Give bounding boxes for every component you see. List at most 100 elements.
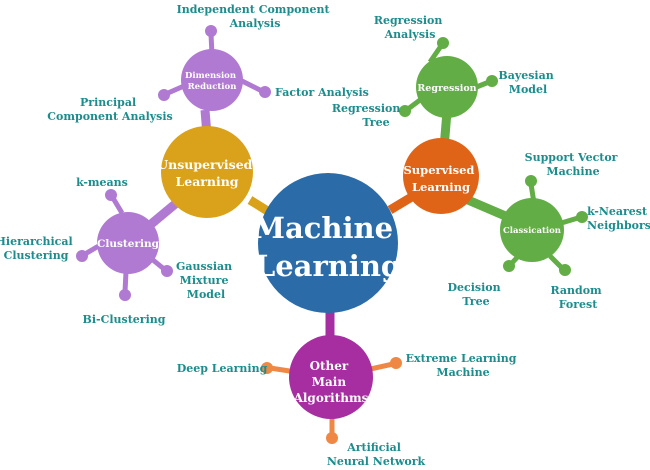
clustering-line-1: Clustering bbox=[97, 238, 160, 250]
gaussian-line-1: Gaussian bbox=[176, 260, 232, 273]
dot-ann bbox=[326, 432, 338, 444]
label-svm: Support Vector Machine bbox=[525, 151, 622, 178]
label-hierarchical: Hierarchical Clustering bbox=[0, 235, 77, 262]
stem-factor-analysis bbox=[238, 77, 264, 94]
dimension-line-1: Dimension bbox=[185, 71, 236, 81]
hierarchical-line-1: Hierarchical bbox=[0, 235, 73, 248]
supervised-line-2: Learning bbox=[412, 180, 470, 194]
biclustering-line-1: Bi-Clustering bbox=[83, 313, 166, 326]
node-other-main-algorithms bbox=[289, 335, 373, 419]
subhub-nodes bbox=[97, 49, 564, 274]
hub-nodes bbox=[161, 126, 479, 419]
stem-principal-component bbox=[166, 83, 186, 96]
extreme-learning-line-1: Extreme Learning bbox=[406, 352, 517, 365]
dot-random-forest bbox=[559, 264, 571, 276]
dot-factor-analysis bbox=[259, 86, 271, 98]
dot-knn bbox=[576, 211, 588, 223]
knn-line-2: Neighbors bbox=[587, 219, 650, 232]
stem-regression-analysis bbox=[427, 44, 444, 64]
bayesian-line-2: Model bbox=[509, 83, 547, 96]
center-label: Machine Learning bbox=[253, 211, 403, 283]
dot-regression-tree bbox=[399, 105, 411, 117]
principal-component-line-1: Principal bbox=[80, 96, 136, 109]
supervised-line-1: Supervised bbox=[404, 163, 475, 177]
dot-independent-component bbox=[205, 25, 217, 37]
label-principal-component: Principal Component Analysis bbox=[47, 96, 172, 123]
dimension-line-2: Reduction bbox=[188, 82, 237, 92]
knn-line-1: k-Nearest bbox=[587, 205, 648, 218]
other-label: Other Main Algorithms bbox=[293, 359, 369, 405]
decision-tree-line-1: Decision bbox=[448, 281, 501, 294]
label-random-forest: Random Forest bbox=[550, 284, 605, 311]
center-line-2: Learning bbox=[255, 249, 401, 283]
ann-line-2: Neural Network bbox=[327, 455, 426, 468]
dot-svm bbox=[525, 175, 537, 187]
regression-analysis-line-1: Regression bbox=[374, 14, 443, 27]
regression-line-1: Regression bbox=[417, 83, 476, 94]
label-biclustering: Bi-Clustering bbox=[83, 313, 166, 326]
dot-decision-tree bbox=[503, 260, 515, 272]
decision-tree-line-2: Tree bbox=[462, 295, 489, 308]
svm-line-2: Machine bbox=[546, 165, 599, 178]
label-extreme-learning: Extreme Learning Machine bbox=[406, 352, 521, 379]
other-line-3: Algorithms bbox=[293, 391, 369, 405]
ann-line-1: Artificial bbox=[346, 441, 401, 454]
bayesian-line-1: Bayesian bbox=[498, 69, 553, 82]
other-line-2: Main bbox=[312, 375, 347, 389]
node-classification bbox=[500, 198, 564, 262]
stem-random-forest bbox=[548, 254, 564, 270]
node-machine-learning bbox=[258, 173, 398, 313]
stem-regression-tree bbox=[406, 98, 422, 111]
node-clustering bbox=[97, 212, 159, 274]
other-line-1: Other bbox=[310, 359, 349, 373]
regression-analysis-line-2: Analysis bbox=[384, 28, 436, 41]
node-supervised-learning bbox=[403, 138, 479, 214]
label-gaussian: Gaussian Mixture Model bbox=[176, 260, 236, 301]
gaussian-line-2: Mixture bbox=[180, 274, 229, 287]
extreme-learning-line-2: Machine bbox=[436, 366, 489, 379]
kmeans-line-1: k-means bbox=[76, 176, 128, 189]
label-deep-learning: Deep Learning bbox=[177, 362, 268, 375]
dot-gaussian bbox=[161, 265, 173, 277]
dot-deep-learning bbox=[261, 362, 273, 374]
classification-line-1: Classication bbox=[503, 226, 561, 236]
center-line-1: Machine bbox=[253, 211, 393, 245]
regression-label: Regression bbox=[417, 83, 476, 94]
dot-extreme-learning bbox=[390, 357, 402, 369]
leaf-dots bbox=[76, 25, 588, 444]
independent-component-line-1: Independent Component bbox=[177, 3, 331, 16]
connector-supervised-classification bbox=[466, 195, 512, 223]
dot-regression-analysis bbox=[437, 37, 449, 49]
dot-kmeans bbox=[105, 189, 117, 201]
dot-hierarchical bbox=[76, 250, 88, 262]
label-regression-tree: Regression Tree bbox=[332, 102, 404, 129]
label-knn: k-Nearest Neighbors bbox=[587, 205, 650, 232]
dimension-label: Dimension Reduction bbox=[185, 71, 239, 92]
unsupervised-label: Unsupervised Learning bbox=[157, 157, 257, 189]
label-bayesian: Bayesian Model bbox=[498, 69, 557, 96]
label-factor-analysis: Factor Analysis bbox=[275, 86, 369, 99]
factor-analysis-line-1: Factor Analysis bbox=[275, 86, 369, 99]
node-dimension-reduction bbox=[181, 49, 243, 111]
clustering-label: Clustering bbox=[97, 238, 160, 250]
unsupervised-line-1: Unsupervised bbox=[157, 157, 252, 172]
stem-kmeans bbox=[110, 196, 125, 215]
regression-tree-line-1: Regression bbox=[332, 102, 401, 115]
random-forest-line-1: Random bbox=[550, 284, 602, 297]
label-ann: Artificial Neural Network bbox=[327, 441, 426, 468]
supervised-label: Supervised Learning bbox=[404, 163, 479, 194]
deep-learning-line-1: Deep Learning bbox=[177, 362, 268, 375]
dot-bayesian bbox=[486, 75, 498, 87]
label-kmeans: k-means bbox=[76, 176, 128, 189]
independent-component-line-2: Analysis bbox=[229, 17, 281, 30]
hierarchical-line-2: Clustering bbox=[4, 249, 69, 262]
gaussian-line-3: Model bbox=[187, 288, 225, 301]
label-independent-component: Independent Component Analysis bbox=[177, 3, 334, 30]
principal-component-line-2: Component Analysis bbox=[47, 110, 172, 123]
unsupervised-line-2: Learning bbox=[175, 174, 238, 189]
classification-label: Classication bbox=[503, 226, 561, 236]
dot-biclustering bbox=[119, 289, 131, 301]
stem-biclustering bbox=[122, 271, 129, 293]
label-regression-analysis: Regression Analysis bbox=[374, 14, 446, 41]
